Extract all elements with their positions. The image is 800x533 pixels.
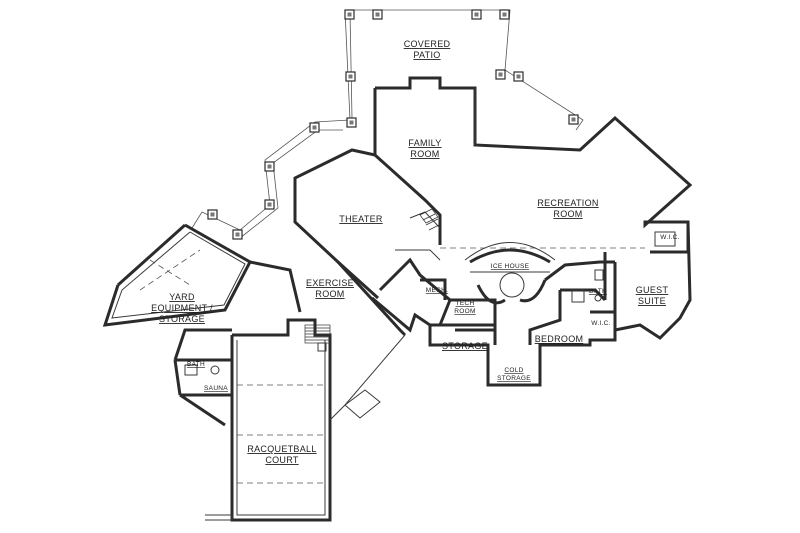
cold-storage-label-2: STORAGE: [497, 375, 531, 382]
post: [207, 209, 218, 220]
post: [232, 229, 243, 240]
tech-room-label-1: TECH: [456, 300, 475, 307]
recreation-room-label-2: ROOM: [553, 209, 582, 219]
theater-label: THEATER: [339, 214, 383, 224]
storage-label: STORAGE: [442, 341, 488, 351]
recreation-room-label-1: RECREATION: [537, 198, 598, 208]
covered-patio-label-2: PATIO: [413, 50, 440, 60]
ice-house-label: ICE HOUSE: [491, 263, 530, 270]
covered-patio-label-1: COVERED: [404, 39, 451, 49]
racquetball-lines: [237, 384, 325, 484]
post: [264, 199, 275, 210]
racquetball-label-2: COURT: [265, 455, 299, 465]
wic-bottom-label: W.I.C.: [591, 320, 611, 327]
interior-walls: [373, 88, 690, 345]
bath-right-label: BATH: [589, 288, 607, 295]
bath-left-label: BATH: [187, 361, 205, 368]
post: [346, 117, 357, 128]
post: [372, 9, 383, 20]
post: [264, 161, 275, 172]
cold-storage-label-1: COLD: [504, 367, 523, 374]
exercise-room-label-2: ROOM: [315, 289, 344, 299]
mech-label: MECH.: [426, 287, 448, 294]
patio-posts: [207, 9, 579, 240]
covered-patio-area: [344, 9, 584, 131]
post: [344, 9, 355, 20]
yard-storage-label-3: STORAGE: [159, 314, 205, 324]
yard-storage-cross: [139, 249, 201, 291]
room-labels: COVERED PATIO FAMILY ROOM RECREATION ROO…: [151, 39, 680, 465]
guest-suite-label-2: SUITE: [638, 296, 666, 306]
wic-top-label: W.I.C.: [660, 234, 680, 241]
guest-suite-label-1: GUEST: [636, 285, 669, 295]
left-deck: [191, 119, 351, 239]
post: [513, 71, 524, 82]
exercise-room-label-1: EXERCISE: [306, 278, 354, 288]
sauna-label: SAUNA: [204, 385, 228, 392]
post: [309, 122, 320, 133]
post: [568, 114, 579, 125]
fixtures: [184, 231, 676, 376]
post: [495, 69, 506, 80]
post: [471, 9, 482, 20]
tech-room-label-2: ROOM: [454, 308, 475, 315]
yard-storage-label-2: EQUIPMENT /: [151, 303, 213, 313]
bedroom-label: BEDROOM: [535, 334, 584, 344]
yard-storage-label-1: YARD: [169, 292, 195, 302]
family-room-label-2: ROOM: [410, 149, 439, 159]
family-room-label-1: FAMILY: [408, 138, 441, 148]
post: [345, 71, 356, 82]
post: [499, 9, 510, 20]
racquetball-label-1: RACQUETBALL: [247, 444, 316, 454]
